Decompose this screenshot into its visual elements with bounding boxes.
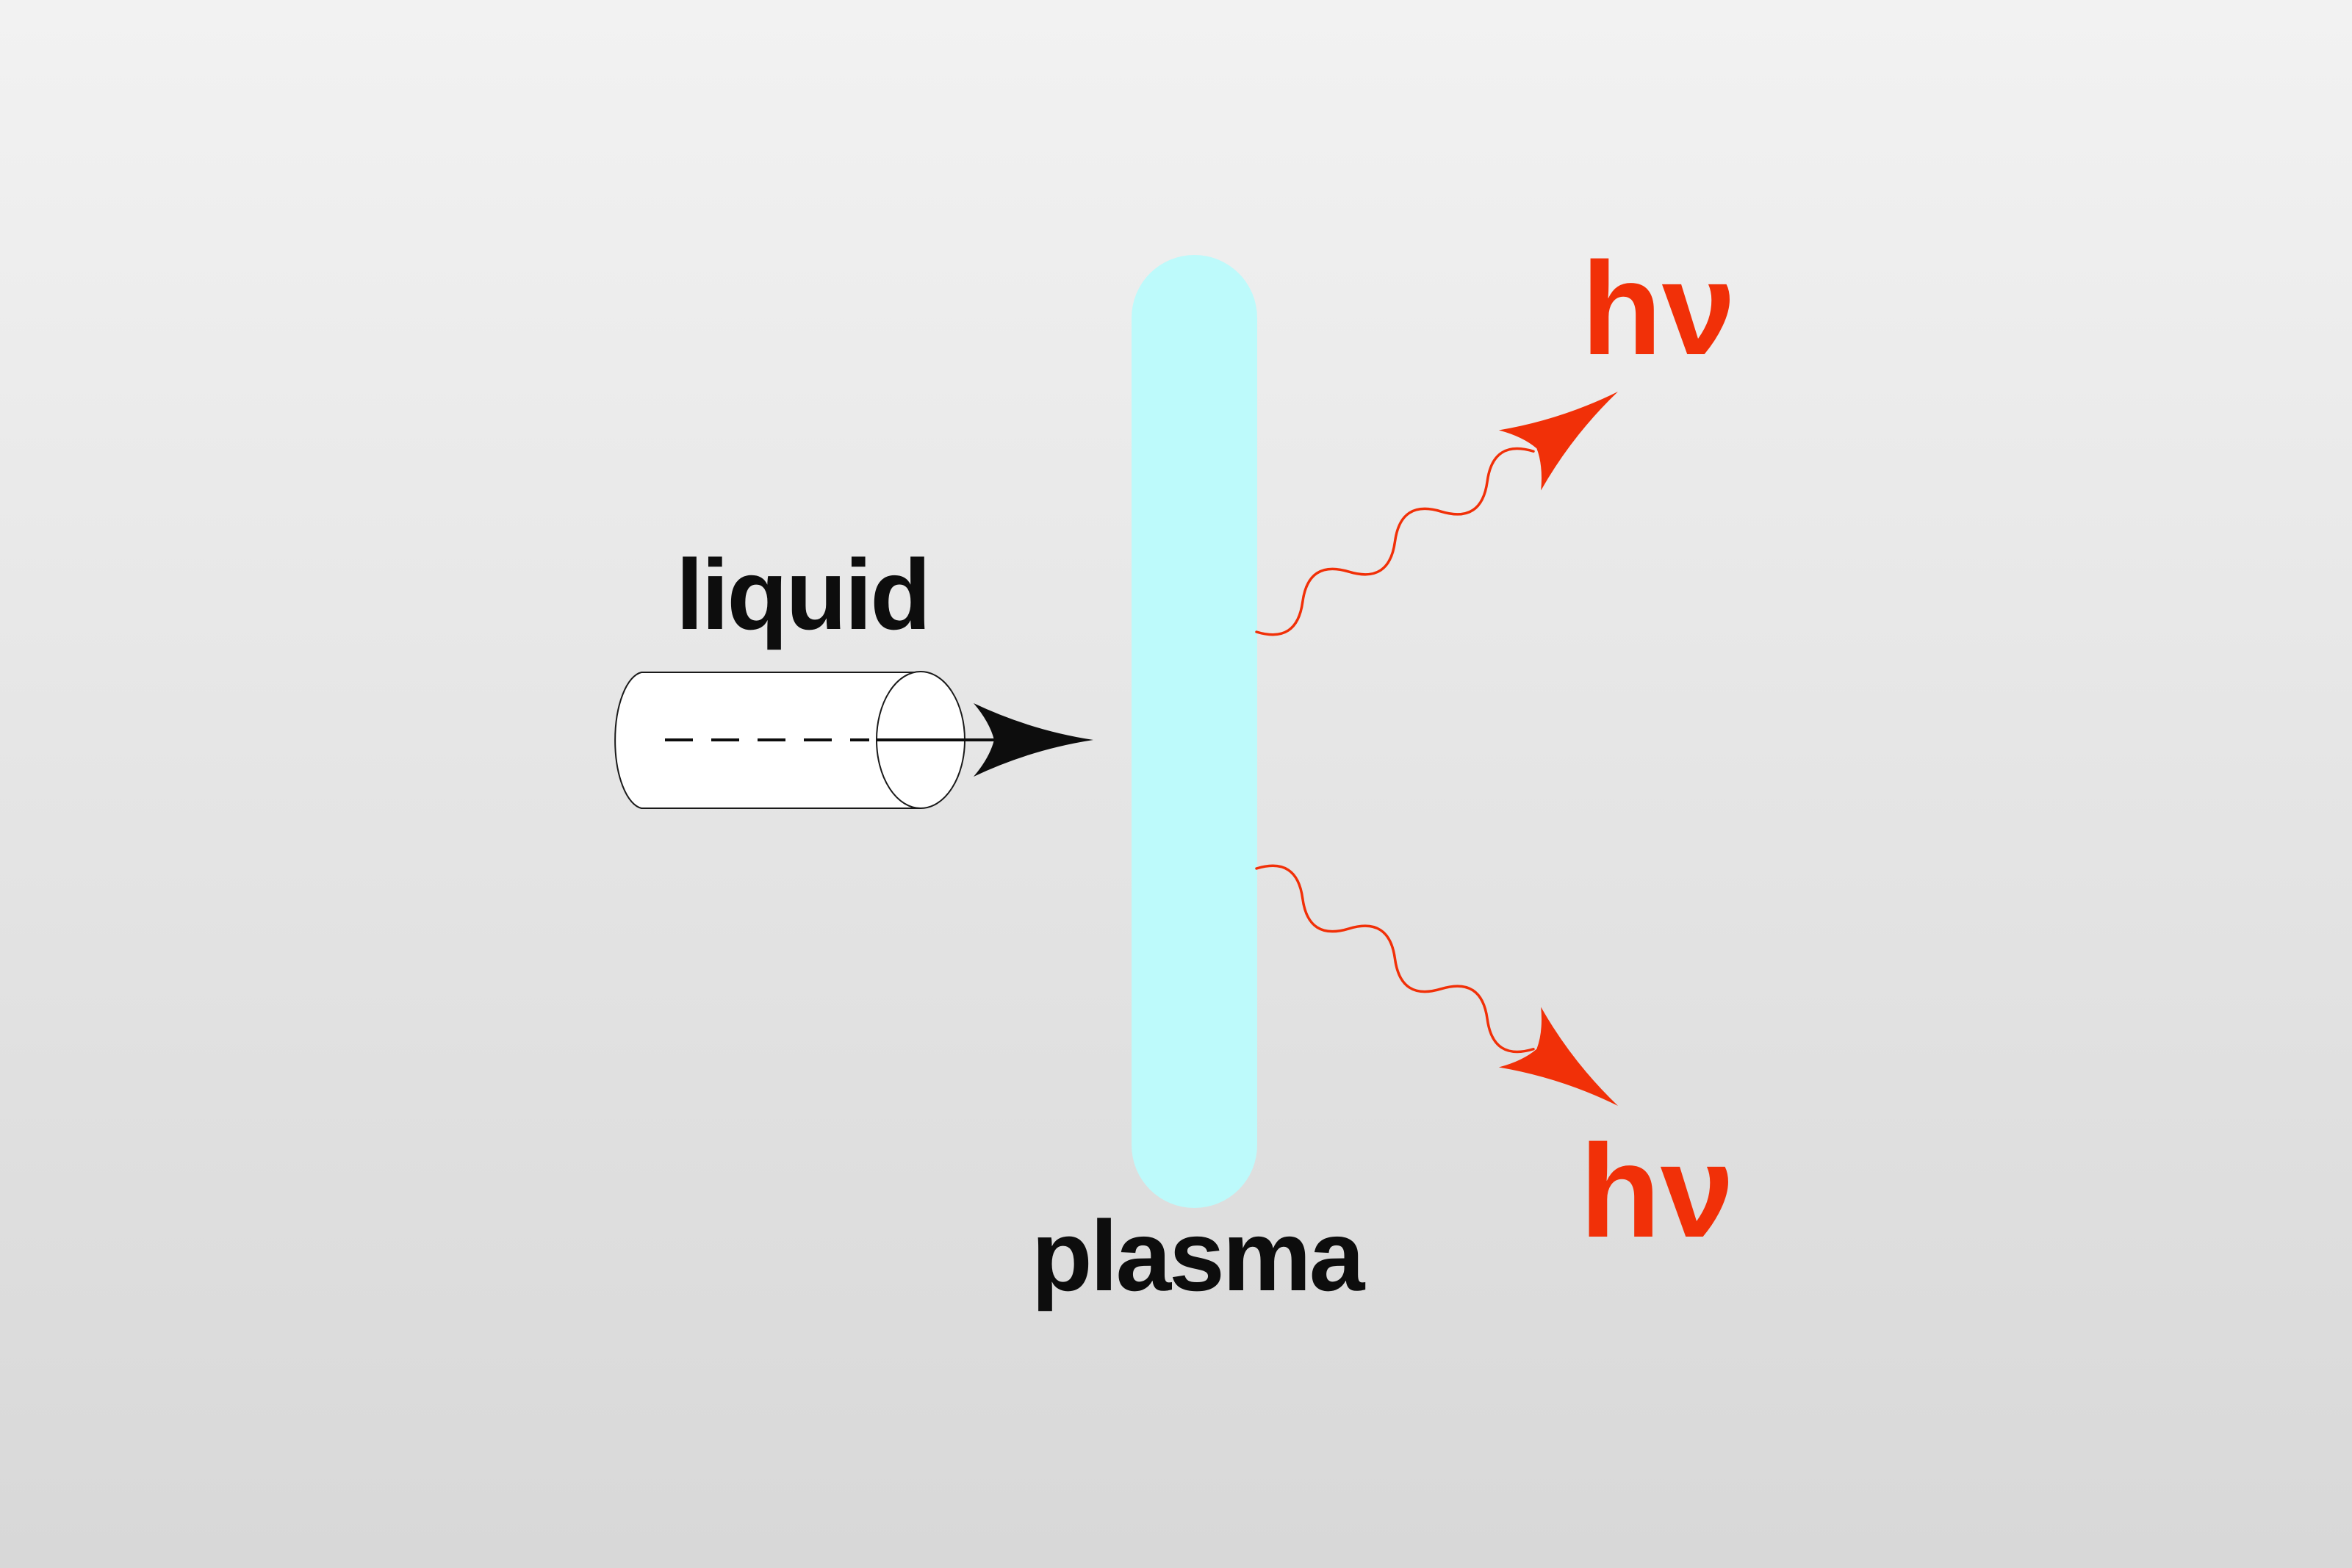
photon-label-bottom: hν bbox=[1580, 1118, 1734, 1265]
photon-emission-bottom bbox=[1255, 864, 1618, 1106]
liquid-cylinder bbox=[614, 671, 1093, 809]
photon-emission-top bbox=[1255, 392, 1618, 636]
plasma-column bbox=[1132, 255, 1257, 1208]
photon-wave-top bbox=[1255, 447, 1535, 636]
photon-arrowhead-bottom-icon bbox=[1498, 1007, 1618, 1106]
liquid-label: liquid bbox=[676, 539, 929, 650]
flow-arrowhead-icon bbox=[974, 703, 1093, 777]
plasma-label: plasma bbox=[1032, 1200, 1366, 1312]
photon-arrowhead-top-icon bbox=[1498, 392, 1618, 491]
photon-label-top: hν bbox=[1581, 235, 1736, 383]
photon-wave-bottom bbox=[1255, 864, 1535, 1054]
